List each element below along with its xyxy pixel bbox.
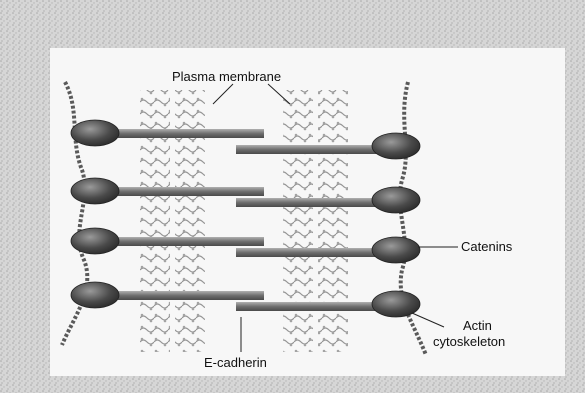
label-e-cadherin: E-cadherin: [204, 355, 267, 370]
label-plasma-membrane: Plasma membrane: [172, 69, 281, 84]
label-catenins: Catenins: [461, 239, 513, 254]
label-actin-line2: cytoskeleton: [433, 334, 505, 349]
label-actin-line1: Actin: [463, 318, 492, 333]
